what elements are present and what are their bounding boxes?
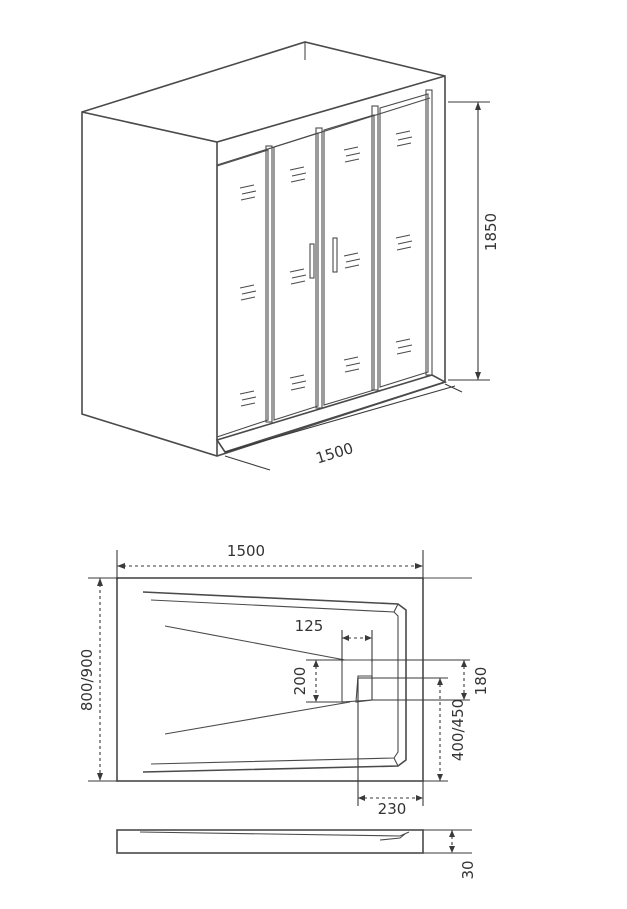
tray-section-drain: [379, 833, 406, 841]
tray-outline: [116, 577, 424, 782]
tray-rim-inner: [150, 599, 399, 765]
handle-right: [332, 237, 338, 273]
tray-depth-label: 800/900: [78, 649, 96, 711]
wall-outline: [81, 41, 446, 457]
enclosure-isometric-view: 1850 1500: [81, 41, 500, 471]
height-label: 1850: [482, 213, 500, 251]
slope-line-bottom: [164, 701, 351, 735]
glass-panels: [216, 89, 433, 438]
door-left: [273, 132, 319, 421]
width-label: 1500: [314, 439, 356, 467]
tray-section-outline: [116, 829, 424, 854]
tray-front-edge: [215, 374, 448, 453]
drain-offset-label: 125: [295, 617, 324, 635]
tray-section-slope: [139, 831, 410, 837]
height-dimension: 1850: [448, 101, 500, 381]
drain-height-label: 180: [472, 667, 490, 696]
profile-wall: [425, 89, 433, 376]
tray-plan-view: 1500 800/900 125 200 180: [78, 542, 490, 818]
slope-line-top: [164, 625, 346, 661]
profile-center: [315, 127, 323, 409]
glass-reflection-marks: [239, 130, 413, 407]
handle-left: [309, 243, 315, 279]
drain-position-label: 400/450: [449, 699, 467, 761]
tray-width-label: 1500: [227, 542, 265, 560]
rim-joint-top: [393, 603, 399, 613]
drain-size-label: 200: [291, 667, 309, 696]
door-right: [323, 114, 375, 406]
tray-rim-outer: [142, 591, 407, 773]
fixed-panel-right: [379, 93, 429, 388]
tray-thickness-label: 30: [459, 860, 477, 879]
profile-right: [371, 105, 379, 391]
profile-left: [265, 145, 273, 423]
drain-from-edge-label: 230: [378, 800, 407, 818]
wall-top-edge: [81, 75, 446, 143]
fixed-panel-left: [216, 149, 269, 438]
tray-side-section: 30: [116, 829, 477, 880]
rim-joint-bottom: [393, 757, 399, 767]
